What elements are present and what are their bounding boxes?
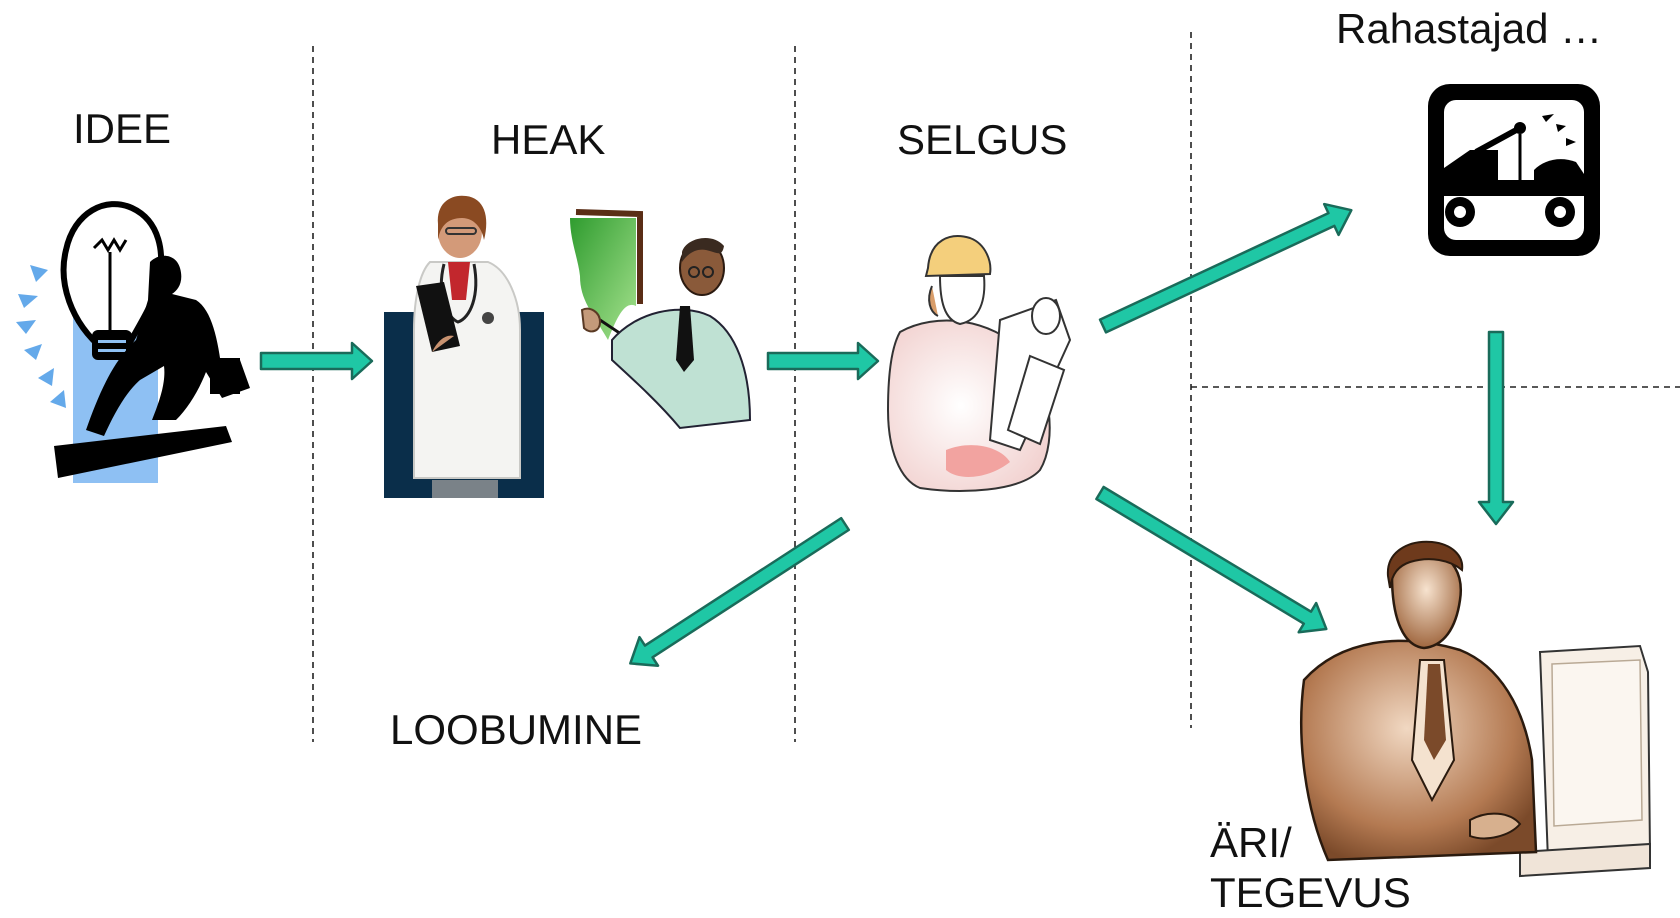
arrow-selgus-to-loobumine (629, 516, 851, 667)
engineer-with-blueprints-icon (886, 235, 1072, 492)
lightbulb-businessman-icon (16, 201, 250, 483)
stage-label-loobumine: LOOBUMINE (390, 706, 643, 753)
tow-truck-sign-icon (1428, 84, 1600, 256)
arrow-heak-to-selgus (766, 341, 880, 381)
stage-label-heak: HEAK (491, 116, 606, 163)
stage-label-ari-line2: TEGEVUS (1210, 869, 1411, 916)
stage-label-selgus: SELGUS (897, 116, 1068, 163)
flow-arrows (259, 202, 1515, 667)
man-at-computer-icon (1300, 540, 1652, 878)
presenter-at-board-icon (570, 209, 752, 430)
arrow-idee-to-heak (259, 341, 374, 381)
section-dividers (312, 32, 1680, 742)
arrow-selgus-to-rahastajad (1098, 202, 1353, 334)
stage-label-ari-tegevus: ÄRI/ TEGEVUS (1210, 818, 1411, 918)
stage-label-idee: IDEE (73, 105, 172, 152)
arrow-selgus-to-ari (1095, 485, 1328, 634)
stage-label-ari-line1: ÄRI/ (1210, 819, 1292, 866)
arrow-rahastajad-to-ari (1477, 330, 1515, 526)
stage-label-rahastajad: Rahastajad … (1336, 5, 1603, 52)
doctor-with-clipboard-icon (384, 195, 544, 498)
